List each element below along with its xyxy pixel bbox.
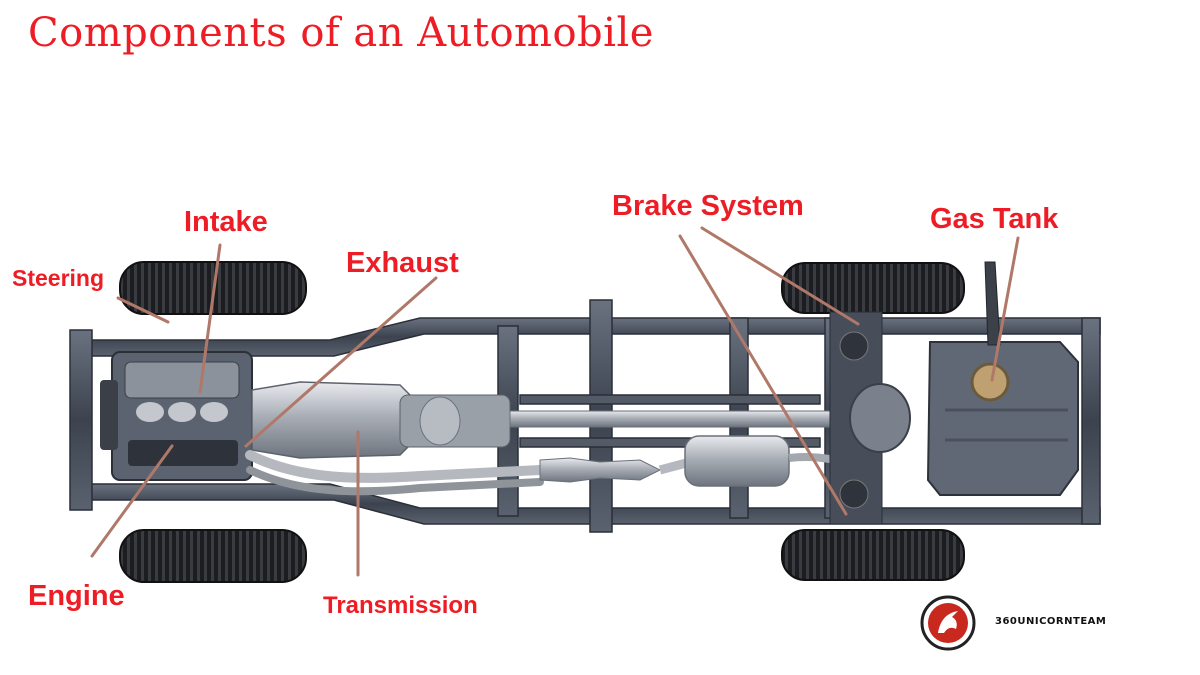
exhaust-label: Exhaust (346, 247, 459, 279)
gas-tank (926, 261, 1079, 496)
brake-system-leader-upper (700, 226, 860, 326)
unicorn-emblem-icon (920, 595, 976, 651)
intake-leader (198, 243, 222, 394)
engine-label: Engine (28, 580, 125, 612)
rear-left-tire (781, 262, 965, 314)
rear-axle (829, 311, 911, 525)
leader-lines (90, 226, 1020, 577)
brake-system-label: Brake System (612, 190, 804, 222)
engine-leader (90, 444, 174, 558)
steering-label: Steering (12, 265, 105, 291)
exhaust-leader (244, 276, 438, 448)
intake-label: Intake (184, 206, 268, 238)
team-logo: 360UNICORNTEAM (920, 595, 1150, 651)
steering-leader (116, 296, 170, 324)
brake-system-leader-lower (678, 234, 848, 516)
gas-tank-leader (990, 236, 1020, 382)
transmission-housing (251, 381, 511, 459)
rear-right-tire (781, 529, 965, 581)
front-right-tire (119, 529, 307, 583)
gas-tank-label: Gas Tank (930, 203, 1059, 235)
slide-title: Components of an Automobile (28, 10, 654, 56)
logo-text: 360UNICORNTEAM (995, 616, 1107, 627)
transmission-label: Transmission (323, 592, 478, 619)
engine-block (100, 351, 253, 481)
